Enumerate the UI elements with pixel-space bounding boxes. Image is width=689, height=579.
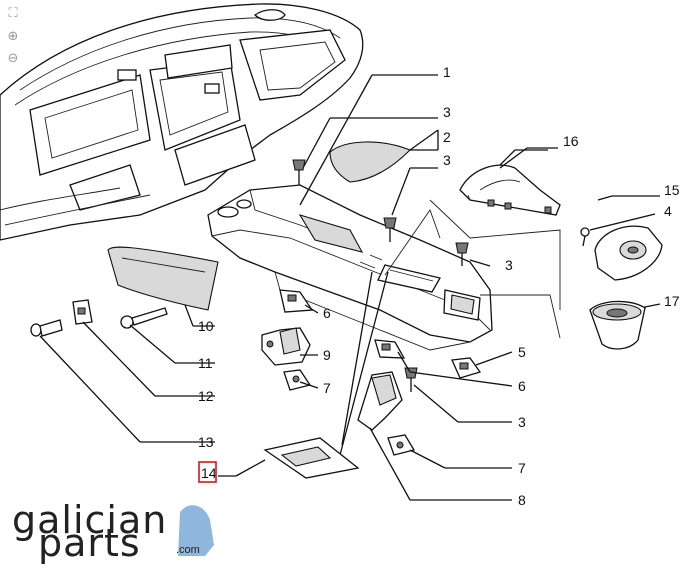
callout-3: 3 [443,152,451,168]
logo-line-2: parts [38,521,141,565]
logo-suffix: .com [176,544,200,556]
callout-8: 8 [518,492,526,508]
callout-14-highlight [198,461,217,483]
callout-11: 11 [198,355,213,371]
callout-10: 10 [198,318,214,334]
callout-leaders-lower [218,304,513,501]
callout-3: 3 [443,104,451,120]
callout-5: 5 [518,344,526,360]
callout-15: 15 [664,182,680,198]
callout-16: 16 [563,133,579,149]
callout-labels: 1 3 2 3 16 15 4 3 17 10 6 9 11 7 12 5 6 … [198,64,680,508]
callout-17: 17 [664,293,680,309]
logo-line-1: galician [12,498,167,542]
zoom-in-icon[interactable]: ⊕ [7,29,19,44]
callout-13: 13 [198,434,214,450]
zoom-out-icon[interactable]: ⊖ [7,51,19,66]
galicianparts-logo: galician parts .com [12,498,214,565]
center-console-drawing [207,184,493,351]
part-12-clip-drawing [72,299,215,397]
part-4-drawing [594,225,663,281]
callout-2: 2 [443,129,451,145]
part-8-bracket-drawing [357,371,403,431]
part-2-drawing [329,129,439,183]
callout-3: 3 [505,257,513,273]
callout-7: 7 [323,380,331,396]
callout-14: 14 [201,465,217,481]
logo-accent-shape [178,505,214,556]
part-10-panel-drawing [107,246,219,327]
leader-lines [299,74,661,456]
callout-3: 3 [518,414,526,430]
part-17-drawing [589,300,646,350]
part-16-drawing [459,147,561,216]
part-15-screw-drawing [580,227,590,247]
callout-4: 4 [664,203,672,219]
callout-6: 6 [518,378,526,394]
callout-1: 1 [443,64,451,80]
screws-drawing [292,159,469,392]
callout-7: 7 [518,460,526,476]
part-14-mat-drawing [263,437,360,479]
part-11-pin-drawing [120,307,215,364]
part-13-rivet-drawing [30,319,215,443]
callout-9: 9 [323,347,331,363]
part-9-bracket-drawing [261,327,311,366]
part-5-clip-drawing [451,357,482,379]
dashboard-drawing [0,3,364,241]
callout-12: 12 [198,388,214,404]
part-6-clip-drawing [279,289,406,359]
fit-screen-icon[interactable]: ⛶ [8,6,18,21]
callout-6: 6 [323,305,331,321]
part-7-clip-drawing [283,369,416,456]
